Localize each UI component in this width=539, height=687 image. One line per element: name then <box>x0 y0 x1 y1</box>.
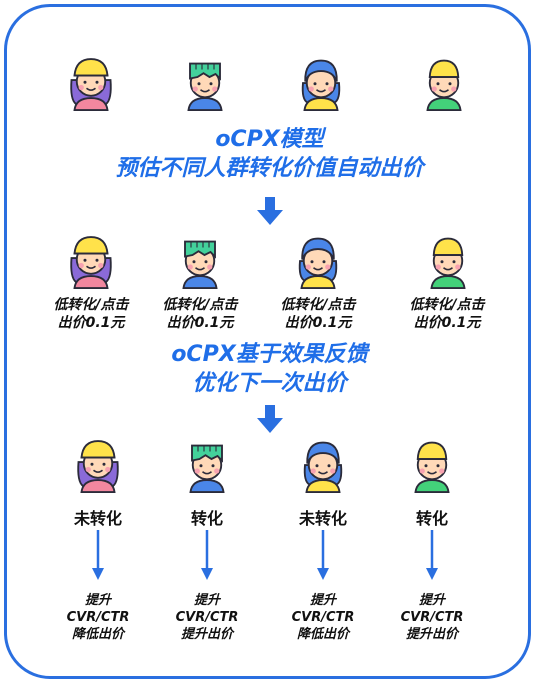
bid-label-line1: 低转化/点击 <box>280 297 356 313</box>
girl-yellow-hat-icon <box>61 48 121 112</box>
diagram-frame <box>4 4 531 679</box>
outcome-line3: 提升出价 <box>180 627 233 642</box>
bid-label-line2: 出价0.1元 <box>413 315 481 331</box>
heading1-line2: 预估不同人群转化价值自动出价 <box>115 156 424 181</box>
bid-label-line2: 出价0.1元 <box>166 315 234 331</box>
outcome-line1: 提升 <box>309 593 336 608</box>
down-arrow-icon <box>255 405 285 435</box>
down-arrow-icon <box>316 530 330 580</box>
girl-yellow-hat-icon <box>68 430 128 494</box>
outcome-line3: 降低出价 <box>71 627 124 642</box>
heading2-line2: 优化下一次出价 <box>192 371 347 396</box>
bid-label-line1: 低转化/点击 <box>162 297 238 313</box>
down-arrow-icon <box>200 530 214 580</box>
bid-label-line1: 低转化/点击 <box>53 297 129 313</box>
down-arrow-icon <box>425 530 439 580</box>
outcome-line2: CVR/CTR <box>291 610 355 625</box>
outcome-label: 转化 <box>190 509 223 528</box>
heading1-line1: oCPX模型 <box>215 127 324 152</box>
boy-green-hair-icon <box>177 430 237 494</box>
girl-blue-hair-icon <box>293 430 353 494</box>
bid-label-line1: 低转化/点击 <box>409 297 485 313</box>
kid-yellow-cap-icon <box>418 226 478 290</box>
boy-green-hair-icon <box>175 48 235 112</box>
outcome-label: 未转化 <box>298 509 347 528</box>
kid-yellow-cap-icon <box>414 48 474 112</box>
outcome-line3: 提升出价 <box>405 627 458 642</box>
outcome-line2: CVR/CTR <box>400 610 464 625</box>
outcome-label: 转化 <box>415 509 448 528</box>
outcome-line2: CVR/CTR <box>66 610 130 625</box>
heading2-line1: oCPX基于效果反馈 <box>171 342 368 367</box>
down-arrow-icon <box>91 530 105 580</box>
outcome-line3: 降低出价 <box>296 627 349 642</box>
outcome-line1: 提升 <box>193 593 220 608</box>
outcome-line2: CVR/CTR <box>175 610 239 625</box>
down-arrow-icon <box>255 197 285 227</box>
outcome-label: 未转化 <box>73 509 122 528</box>
girl-blue-hair-icon <box>291 48 351 112</box>
boy-green-hair-icon <box>170 226 230 290</box>
kid-yellow-cap-icon <box>402 430 462 494</box>
outcome-line1: 提升 <box>418 593 445 608</box>
outcome-line1: 提升 <box>84 593 111 608</box>
girl-blue-hair-icon <box>288 226 348 290</box>
bid-label-line2: 出价0.1元 <box>284 315 352 331</box>
girl-yellow-hat-icon <box>61 226 121 290</box>
bid-label-line2: 出价0.1元 <box>57 315 125 331</box>
